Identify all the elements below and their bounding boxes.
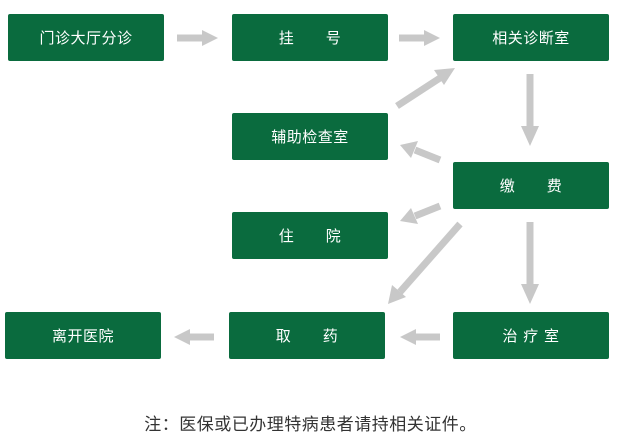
arrowhead-payment-to-auxiliary	[400, 141, 418, 158]
node-hospitalization: 住 院	[232, 212, 388, 259]
arrow-payment-to-pharmacy	[397, 221, 463, 295]
node-auxiliary-exam-room: 辅助检查室	[232, 113, 388, 160]
footnote: 注：医保或已办理特病患者请持相关证件。	[144, 415, 477, 435]
node-registration: 挂 号	[232, 14, 388, 61]
arrowhead-treatment-to-pharmacy	[400, 329, 416, 345]
arrowhead-auxiliary-to-diagnosis	[434, 68, 455, 85]
node-payment: 缴 费	[453, 162, 609, 209]
arrow-payment-to-hospitalization	[413, 202, 442, 220]
arrowhead-diagnosis-to-payment	[521, 126, 539, 146]
arrowhead-payment-to-pharmacy	[388, 285, 406, 304]
node-pharmacy: 取 药	[229, 312, 385, 359]
arrowhead-registration-to-diagnosis	[424, 30, 440, 46]
arrowhead-outpatient-to-registration	[202, 30, 218, 46]
node-leave-hospital: 离开医院	[5, 312, 161, 359]
node-treatment-room: 治 疗 室	[453, 312, 609, 359]
arrow-auxiliary-to-diagnosis	[395, 75, 442, 109]
arrowhead-pharmacy-to-leave	[174, 329, 190, 345]
arrowhead-payment-to-hospitalization	[400, 208, 418, 224]
node-outpatient-triage: 门诊大厅分诊	[8, 14, 164, 61]
arrowhead-payment-to-treatment	[521, 284, 539, 304]
node-diagnosis-room: 相关诊断室	[453, 14, 609, 61]
arrow-payment-to-auxiliary	[413, 146, 442, 164]
